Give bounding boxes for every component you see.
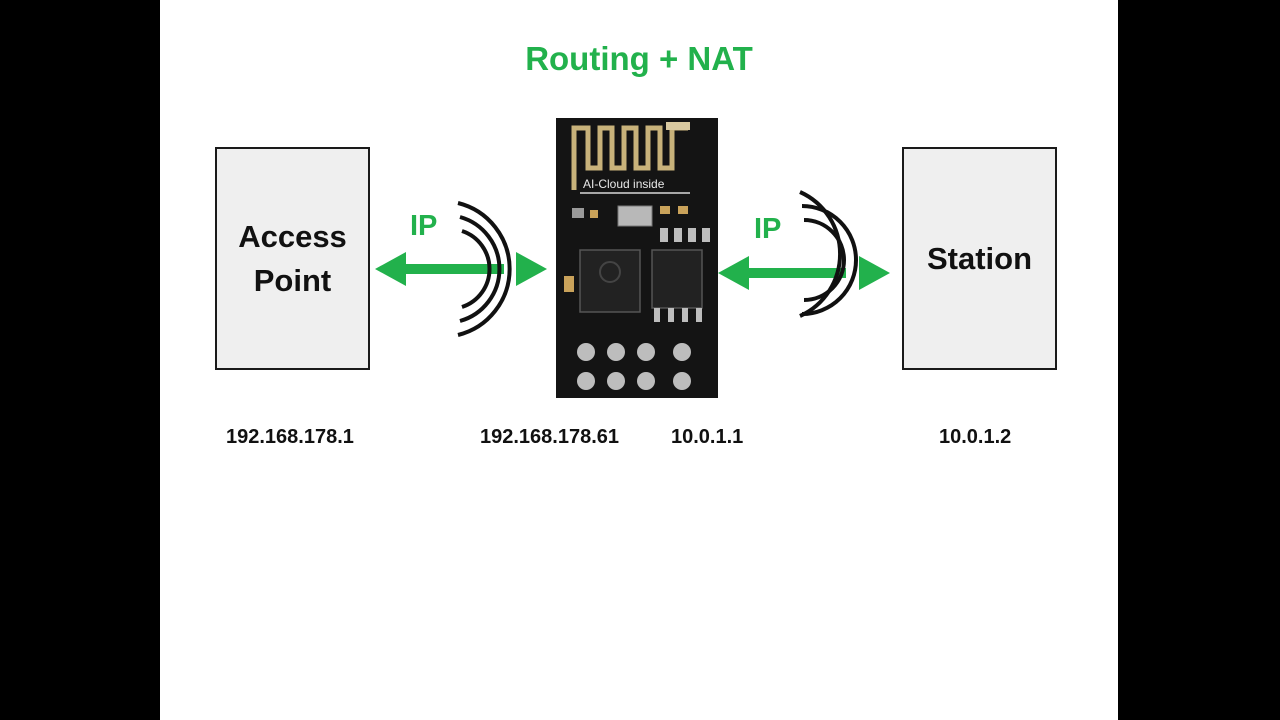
smd-component (688, 228, 696, 242)
flash-pin (668, 308, 674, 322)
right-arrow-head-left (718, 256, 749, 290)
smd-component (590, 210, 598, 218)
smd-component (660, 206, 670, 214)
diagram-title: Routing + NAT (525, 40, 753, 77)
smd-component (674, 228, 682, 242)
smd-component (702, 228, 710, 242)
right-link-label: IP (754, 213, 782, 245)
station-ip-address: 10.0.1.2 (939, 426, 1012, 448)
smd-component (660, 228, 668, 242)
access-point-label-line2: Point (253, 262, 332, 298)
module-silkscreen-text: AI-Cloud inside (583, 177, 665, 191)
right-wifi-signal-icon (799, 190, 858, 318)
access-point-label-line1: Access (238, 218, 347, 254)
left-arrow-head-left (375, 252, 406, 286)
left-link-label: IP (410, 210, 438, 242)
station-box: Station (902, 147, 1057, 370)
flash-pin (696, 308, 702, 322)
access-point-label: Access Point (238, 215, 347, 303)
crystal (617, 205, 653, 227)
right-arrow-head-right (859, 256, 890, 290)
smd-component (564, 276, 574, 292)
right-double-arrow (718, 256, 890, 290)
left-arrow-shaft (398, 264, 504, 274)
left-wifi-signal-icon (457, 201, 512, 337)
right-arrow-shaft (740, 268, 846, 278)
left-arrow-head-right (516, 252, 547, 286)
antenna-trace (571, 125, 688, 190)
left-double-arrow (375, 252, 547, 286)
flash-pin (682, 308, 688, 322)
header-pin (637, 343, 655, 361)
esp-module-image: AI-Cloud inside (556, 118, 718, 398)
smd-component (572, 208, 584, 218)
access-point-ip-address: 192.168.178.1 (226, 426, 354, 448)
antenna-pad (666, 122, 690, 130)
header-pin (637, 372, 655, 390)
module-ip-address-ap-side: 192.168.178.61 (480, 426, 620, 448)
flash-chip (651, 249, 703, 309)
header-pin (577, 372, 595, 390)
diagram-graphics: AI-Cloud inside (375, 118, 890, 398)
header-pin (577, 343, 595, 361)
smd-component (678, 206, 688, 214)
header-pin (607, 372, 625, 390)
access-point-box: Access Point (215, 147, 370, 370)
module-ip-address-station-side: 10.0.1.1 (671, 426, 744, 448)
chip-logo (599, 261, 621, 283)
header-pin (673, 372, 691, 390)
diagram-slide: Routing + NAT Access Point Station AI-Cl… (160, 0, 1118, 720)
flash-pin (654, 308, 660, 322)
header-pin (673, 343, 691, 361)
header-pin (607, 343, 625, 361)
station-label: Station (926, 240, 1033, 276)
